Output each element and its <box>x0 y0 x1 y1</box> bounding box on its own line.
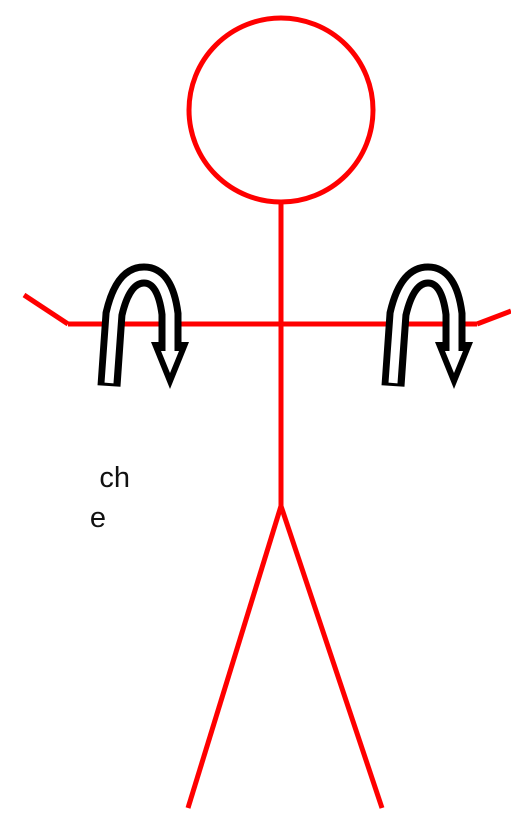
figure-right-leg <box>281 506 382 808</box>
stick-figure <box>24 18 511 808</box>
figure-left-leg <box>188 506 281 808</box>
caption-line-2: e <box>0 500 106 536</box>
figure-head <box>189 18 373 202</box>
caption-line-1: ch <box>0 460 130 496</box>
left-rotation-arrow-icon <box>109 275 189 389</box>
figure-left-forearm <box>24 295 68 324</box>
right-rotation-arrow-icon <box>393 275 473 389</box>
figure-right-forearm <box>477 311 511 324</box>
